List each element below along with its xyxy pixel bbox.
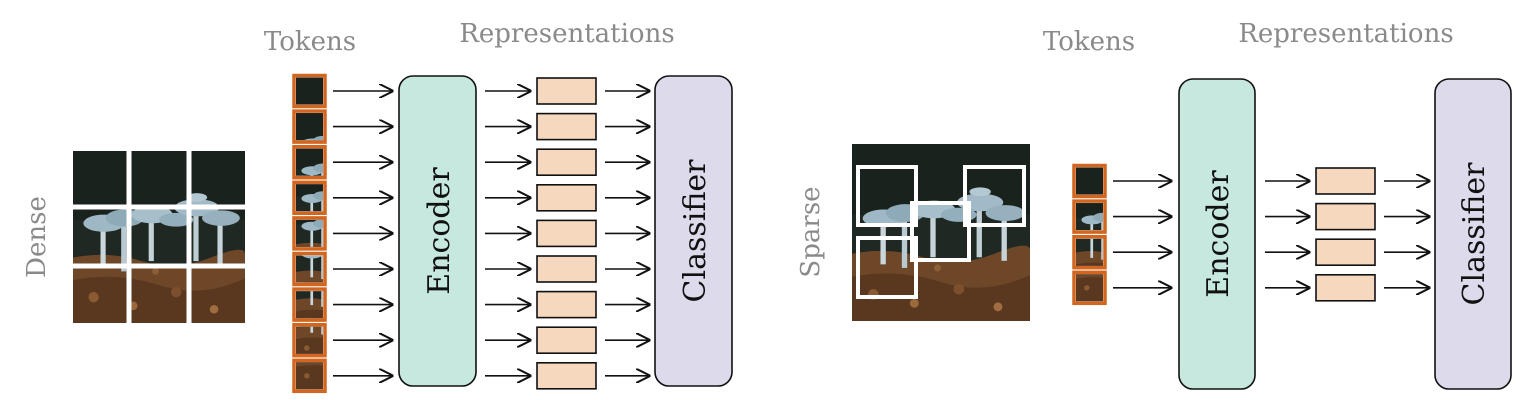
- sparse-encoder-arrows: [1265, 181, 1309, 288]
- dense-input-image: [73, 151, 245, 323]
- dense-token-patch: [292, 251, 327, 287]
- dense-encoder-arrows: [485, 91, 530, 376]
- dense-token-patch: [292, 144, 327, 180]
- dense-representation-box: [536, 112, 597, 141]
- sparse-panel: Sparse Tokens Representations Encoder Cl…: [796, 19, 1512, 390]
- dense-representation-column: [536, 77, 597, 390]
- sparse-patch-boxes: [856, 165, 1026, 299]
- dense-token-patch: [292, 358, 327, 394]
- sparse-encoder-box: [1178, 78, 1256, 390]
- dense-representation-box: [536, 184, 597, 212]
- sparse-token-patch: [1072, 199, 1107, 234]
- dense-token-patch: [292, 216, 327, 251]
- sparse-representations-heading: Representations: [1238, 19, 1453, 49]
- sparse-input-image: [852, 144, 1030, 321]
- sparse-representation-box: [1315, 273, 1376, 302]
- dense-representation-box: [536, 77, 597, 105]
- dense-tokens-heading: Tokens: [264, 27, 356, 57]
- dense-representation-box: [536, 148, 597, 176]
- dense-representation-box: [536, 361, 597, 390]
- dense-representation-arrows: [605, 91, 649, 376]
- dense-side-label: Dense: [22, 196, 52, 278]
- dense-representation-box: [536, 255, 597, 283]
- dense-classifier-label: Classifier: [678, 159, 713, 303]
- dense-token-patch: [292, 73, 327, 109]
- sparse-representation-box: [1315, 167, 1376, 195]
- sparse-encoder-label: Encoder: [1201, 170, 1236, 298]
- dense-patch-grid: [73, 151, 245, 323]
- dense-encoder-label: Encoder: [422, 167, 457, 295]
- dense-token-patch: [292, 322, 327, 358]
- dense-token-patch: [292, 109, 327, 144]
- dense-token-arrows: [333, 91, 392, 376]
- sparse-classifier-label: Classifier: [1457, 162, 1492, 306]
- sparse-token-patch: [1072, 270, 1107, 306]
- sparse-tokens-heading: Tokens: [1043, 27, 1135, 57]
- dense-representation-box: [536, 290, 597, 319]
- dense-classifier-box: [654, 75, 733, 387]
- sparse-token-patch: [1072, 163, 1107, 199]
- dense-representation-box: [536, 326, 597, 355]
- dense-token-patch: [292, 180, 327, 216]
- sparse-representation-box: [1315, 202, 1376, 231]
- dense-encoder-box: [398, 75, 477, 387]
- dense-token-column: [292, 73, 327, 394]
- dense-panel: Dense Tokens Representations Encoder Cla…: [22, 19, 733, 394]
- sparse-side-label: Sparse: [796, 186, 826, 277]
- dense-representation-box: [536, 219, 597, 248]
- dense-representations-heading: Representations: [459, 19, 674, 49]
- sparse-token-arrows: [1113, 181, 1171, 288]
- sparse-representation-box: [1315, 238, 1376, 266]
- sparse-classifier-box: [1434, 78, 1512, 390]
- sparse-representation-column: [1315, 167, 1376, 302]
- sparse-token-column: [1072, 163, 1107, 306]
- dense-token-patch: [292, 287, 327, 322]
- sparse-token-patch: [1072, 234, 1107, 270]
- sparse-representation-arrows: [1384, 181, 1429, 288]
